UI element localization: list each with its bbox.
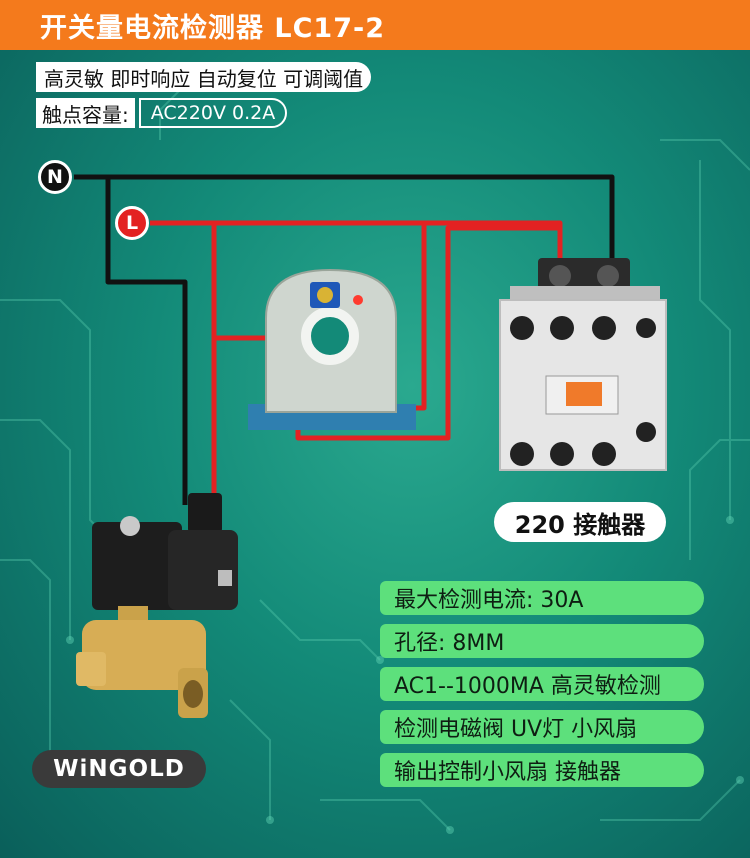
spec-pill: 检测电磁阀 UV灯 小风扇	[380, 710, 704, 744]
features-label: 高灵敏 即时响应 自动复位 可调阈值	[36, 62, 372, 92]
contact-capacity-value: AC220V 0.2A	[138, 98, 288, 128]
brand-logo: WiNGOLD	[32, 750, 206, 788]
current-sensor	[248, 268, 416, 430]
live-terminal: L	[115, 206, 149, 240]
neutral-terminal: N	[38, 160, 72, 194]
solenoid-valve	[76, 493, 238, 718]
spec-pill: 孔径: 8MM	[380, 624, 704, 658]
contactor-device	[499, 258, 667, 471]
header-bar: 开关量电流检测器 LC17-2	[0, 0, 750, 50]
spec-pill: AC1--1000MA 高灵敏检测	[380, 667, 704, 701]
page-title: 开关量电流检测器 LC17-2	[40, 12, 385, 44]
brand-logo-text: WiNGOLD	[53, 756, 185, 782]
neutral-wire	[74, 174, 615, 505]
contact-capacity-label: 触点容量:	[36, 98, 135, 128]
spec-pill: 最大检测电流: 30A	[380, 581, 704, 615]
spec-pill: 输出控制小风扇 接触器	[380, 753, 704, 787]
contact-capacity: 触点容量: AC220V 0.2A	[36, 98, 288, 128]
contactor-label: 220 接触器	[494, 502, 666, 542]
